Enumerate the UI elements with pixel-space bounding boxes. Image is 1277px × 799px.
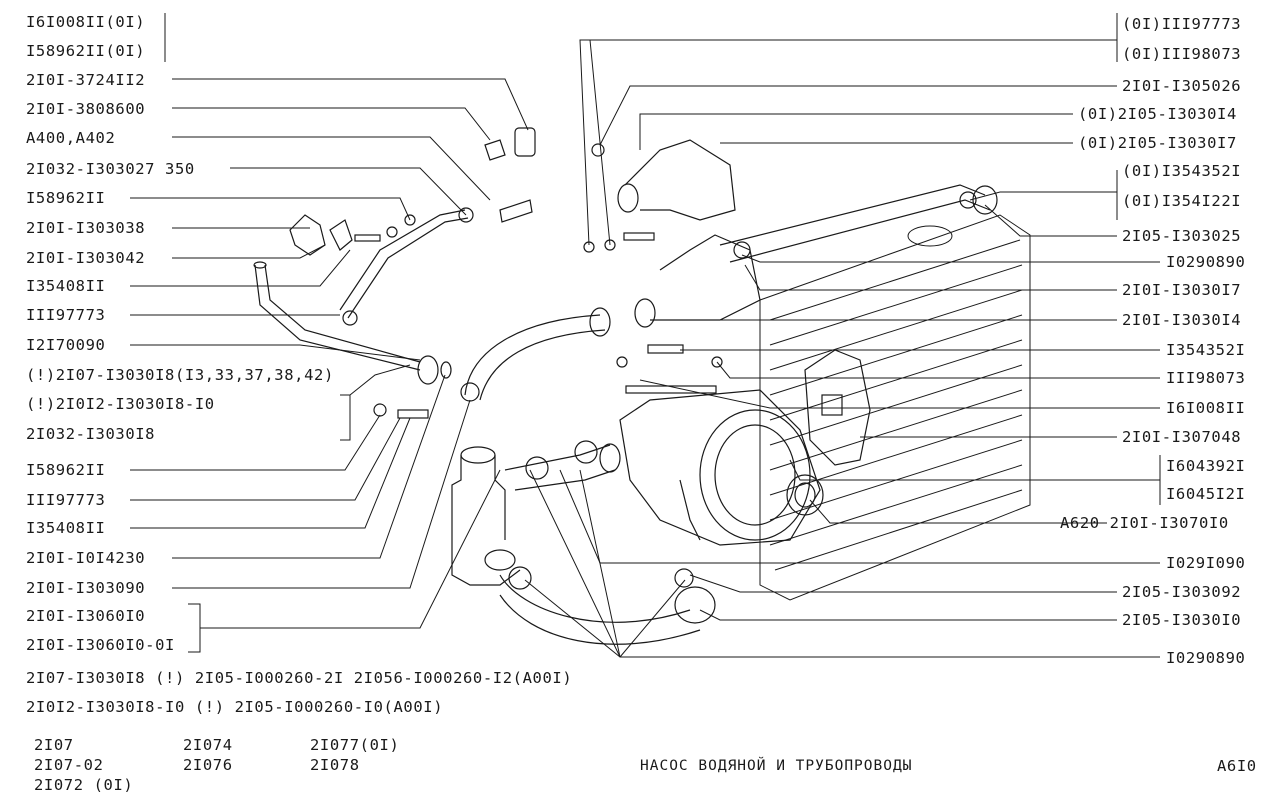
model-code: 2I074 [183,736,233,754]
model-code: 2I078 [310,756,360,774]
callout-label: (0I)III98073 [1122,45,1242,63]
callout-label: 2I0I-I3060I0-0I [26,636,175,654]
callout-label: I2I70090 [26,336,106,354]
callout-label: 2I0I-3808600 [26,100,146,118]
callout-label: 2I05-I303092 [1122,583,1242,601]
pump-gasket [804,349,871,466]
sheet-title: НАСОС ВОДЯНОЙ И ТРУБОПРОВОДЫ [640,758,913,774]
outlet-pipes [583,139,998,394]
callout-label: I604392I [1166,457,1246,475]
callout-label: I58962II [26,461,106,479]
model-code: 2I07 [34,736,74,754]
leader-lines-left [130,13,529,653]
callout-label: I58962II(0I) [26,42,146,60]
callout-label: 2I0I-I3030I7 [1122,281,1242,299]
callout-label: (0I)2I05-I3030I7 [1078,134,1237,152]
callout-label: 2I0I-I3060I0 [26,607,146,625]
callout-label: 2I05-I3030I0 [1122,611,1242,629]
callout-label: A400,A402 [26,129,116,147]
callout-label: 2I0I-I3030I4 [1122,311,1242,329]
callout-label: (0I)2I05-I3030I4 [1078,105,1237,123]
callout-label: (0I)I354352I [1122,162,1242,180]
leader-lines-right [524,13,1161,658]
callout-label: 2I0I-I303038 [26,219,146,237]
callout-label: III97773 [26,491,106,509]
callout-label: (0I)III97773 [1122,15,1242,33]
callout-label: 2I0I-I0I4230 [26,549,146,567]
callout-label: 2I032-I303027 350 [26,160,195,178]
callout-label: I0290890 [1166,253,1246,271]
callout-label: A620 2I0I-I3070I0 [1060,514,1229,532]
callout-label: 2I0I-I303042 [26,249,146,267]
callout-label: I354352I [1166,341,1246,359]
model-code: 2I076 [183,756,233,774]
water-pump-body [619,389,824,546]
callout-label: 2I032-I3030I8 [26,425,156,443]
callout-label: (0I)I354I22I [1122,192,1242,210]
callout-label: I6I008II [1166,399,1246,417]
callout-label: III98073 [1166,369,1246,387]
callout-label: I35408II [26,277,106,295]
callout-label: 2I0I-I305026 [1122,77,1242,95]
sheet-code: A6I0 [1217,757,1257,775]
model-code: 2I077(0I) [310,736,400,754]
callout-label: 2I05-I303025 [1122,227,1242,245]
applicability-note: 2I07-I3030I8 (!) 2I05-I000260-2I 2I056-I… [26,669,573,687]
callout-label: III97773 [26,306,106,324]
hose-clamps [342,191,977,590]
callout-label: I35408II [26,519,106,537]
applicability-note: 2I0I2-I3030I8-I0 (!) 2I05-I000260-I0(A00… [26,698,444,716]
callout-label: I6I008II(0I) [26,13,146,31]
callout-label: 2I0I-I303090 [26,579,146,597]
thermostat [451,446,521,586]
model-code: 2I07-02 [34,756,104,774]
callout-label: (!)2I07-I3030I8(I3,33,37,38,42) [26,366,334,384]
callout-label: I58962II [26,189,106,207]
callout-label: (!)2I0I2-I3030I8-I0 [26,395,215,413]
callout-label: I0290890 [1166,649,1246,667]
callout-label: 2I0I-3724II2 [26,71,146,89]
callout-label: I6045I2I [1166,485,1246,503]
radiator-outline [759,214,1031,601]
model-code: 2I072 (0I) [34,776,134,794]
callout-label: I029I090 [1166,554,1246,572]
callout-label: 2I0I-I307048 [1122,428,1242,446]
